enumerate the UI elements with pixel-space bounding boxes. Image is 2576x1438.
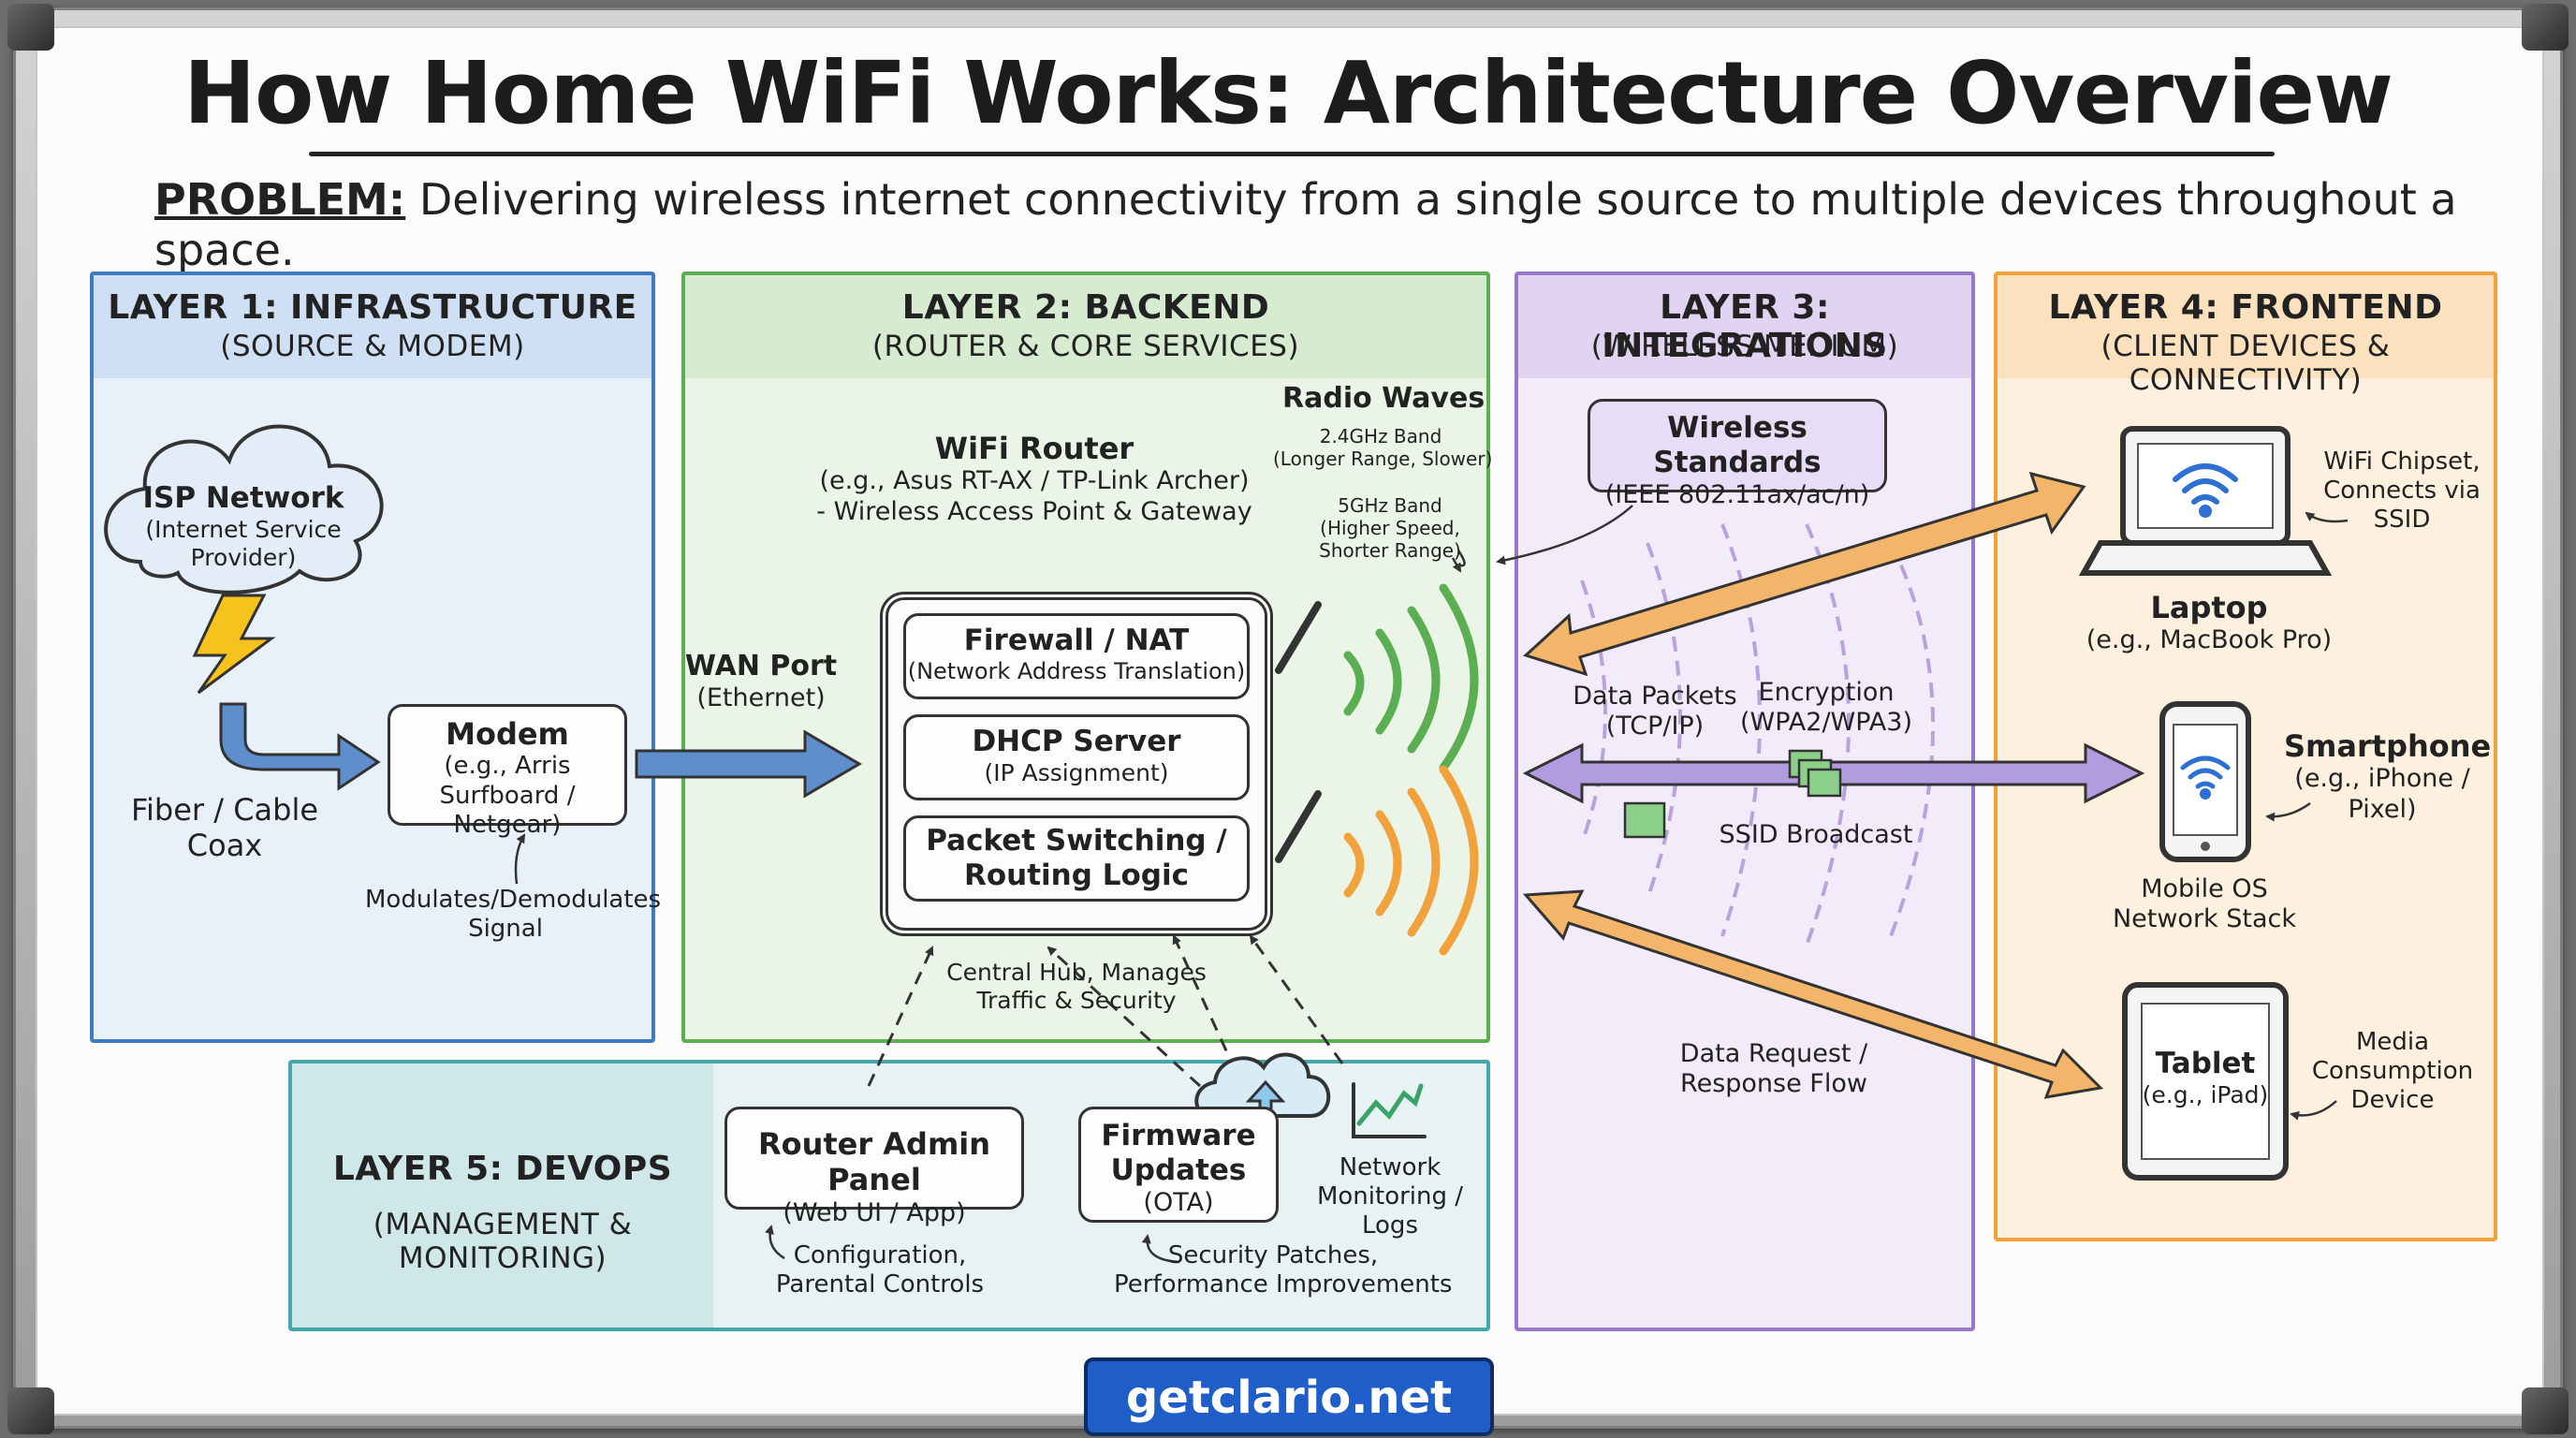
layer3-title: LAYER 3: INTEGRATIONS: [1602, 288, 1888, 365]
smartphone-label: Smartphone (e.g., iPhone / Pixel): [2284, 728, 2492, 824]
modem-box: Modem (e.g., Arris Surfboard / Netgear): [388, 704, 627, 839]
encryption-label: Encryption (WPA2/WPA3): [1740, 678, 1912, 738]
dhcp-server-box: DHCP Server (IP Assignment): [903, 714, 1250, 800]
layer1-subtitle: (SOURCE & MODEM): [220, 330, 525, 363]
frame-corner: [2522, 1387, 2569, 1434]
wan-port-label: WAN Port (Ethernet): [684, 650, 838, 712]
data-packet-icon: [1623, 801, 1666, 839]
chipset-note-arrow: [2305, 511, 2349, 523]
layer2-subtitle: (ROUTER & CORE SERVICES): [871, 330, 1300, 363]
problem-statement: PROBLEM: Delivering wireless internet co…: [154, 174, 2576, 275]
laptop-icon: [2078, 426, 2333, 576]
problem-text: Delivering wireless internet connectivit…: [154, 174, 2457, 275]
page-title: How Home WiFi Works: Architecture Overvi…: [183, 43, 2393, 143]
firewall-nat-box: Firewall / NAT (Network Address Translat…: [903, 613, 1250, 699]
radio-waves-5ghz-icon: [1343, 583, 1479, 772]
layer5-title: LAYER 5: DEVOPS: [332, 1150, 673, 1188]
radio-waves-label: Radio Waves: [1282, 382, 1486, 415]
tablet-note-arrow: [2290, 1100, 2337, 1121]
layer5-subtitle: (MANAGEMENT & MONITORING): [373, 1208, 633, 1275]
packet-switching-box: Packet Switching / Routing Logic: [903, 815, 1250, 902]
modem-note-arrow: [514, 833, 526, 885]
smartphone-wifi-icon: [2180, 756, 2231, 800]
layer3-subtitle: (WIRELESS MEDIUM): [1590, 330, 1899, 363]
encryption-packets-icon: [1788, 749, 1842, 798]
title-underline: [309, 152, 2275, 156]
tablet-icon: [2122, 982, 2289, 1181]
isp-network-label: ISP Network (Internet Service Provider): [142, 481, 344, 572]
frame-corner: [2522, 4, 2569, 51]
layer1-panel: LAYER 1: INFRASTRUCTURE (SOURCE & MODEM): [90, 271, 655, 1043]
layer2-title: LAYER 2: BACKEND: [901, 288, 1270, 327]
media-consumption-note: Media Consumption Device: [2311, 1028, 2474, 1115]
data-request-label: Data Request / Response Flow: [1679, 1039, 1868, 1099]
band-24ghz-label: 2.4GHz Band (Longer Range, Slower): [1273, 425, 1493, 470]
central-hub-note: Central Hub, Manages Traffic & Security: [946, 959, 1207, 1014]
footer-url-badge[interactable]: getclario.net: [1084, 1357, 1494, 1436]
tablet-label: Tablet (e.g., iPad): [2142, 1047, 2269, 1109]
radio-waves-24ghz-icon: [1343, 765, 1479, 956]
admin-note: Configuration, Parental Controls: [775, 1241, 985, 1299]
network-monitoring-label: Network Monitoring / Logs: [1316, 1153, 1464, 1240]
isp-cloud-icon: [104, 424, 384, 594]
router-antenna-icon: [1275, 601, 1322, 863]
firmware-updates-box: Firmware Updates (OTA): [1078, 1107, 1279, 1223]
modem-note: Modulates/Demodulates Signal: [365, 886, 662, 944]
fiber-arrow-icon: [219, 702, 381, 791]
phone-note-arrow: [2265, 801, 2311, 822]
laptop-link-arrow: [1523, 471, 2086, 677]
monitoring-chart-icon: [1352, 1082, 1427, 1138]
frame-corner: [7, 1387, 54, 1434]
data-packets-label: Data Packets (TCP/IP): [1573, 682, 1737, 741]
chipset-note: WiFi Chipset, Connects via SSID: [2323, 448, 2481, 535]
fiber-cable-label: Fiber / Cable Coax: [130, 792, 319, 864]
band-note-line: [1456, 550, 1466, 567]
layer4-subtitle: (CLIENT DEVICES & CONNECTIVITY): [2100, 330, 2391, 397]
admin-note-arrow: [765, 1225, 785, 1260]
problem-label: PROBLEM:: [154, 174, 406, 225]
band-note-arrow: [1451, 557, 1462, 573]
frame-corner: [7, 4, 54, 51]
mobile-os-note: Mobile OS Network Stack: [2112, 874, 2297, 934]
tablet-link-arrow: [1522, 889, 2104, 1099]
ssid-broadcast-label: SSID Broadcast: [1719, 820, 1913, 849]
standards-note-arrow: [1496, 505, 1633, 565]
firmware-note-arrow: [1141, 1234, 1180, 1264]
wifi-router-device: Firewall / NAT (Network Address Translat…: [880, 592, 1273, 936]
laptop-label: Laptop (e.g., MacBook Pro): [2086, 590, 2333, 655]
lightning-icon: [192, 594, 276, 695]
wireless-standards-box: Wireless Standards (IEEE 802.11ax/ac/n): [1588, 399, 1887, 509]
firmware-note: Security Patches, Performance Improvemen…: [1114, 1241, 1453, 1299]
layer1-title: LAYER 1: INFRASTRUCTURE: [108, 288, 637, 327]
firmware-cloud-icon: [1194, 1052, 1331, 1135]
layer4-title: LAYER 4: FRONTEND: [2048, 288, 2443, 327]
laptop-wifi-icon: [2173, 463, 2238, 518]
wifi-router-label: WiFi Router (e.g., Asus RT-AX / TP-Link …: [816, 431, 1252, 526]
router-admin-panel-box: Router Admin Panel (Web UI / App): [724, 1107, 1024, 1227]
band-5ghz-label: 5GHz Band (Higher Speed, Shorter Range): [1319, 494, 1461, 562]
wan-arrow-icon: [635, 729, 862, 799]
